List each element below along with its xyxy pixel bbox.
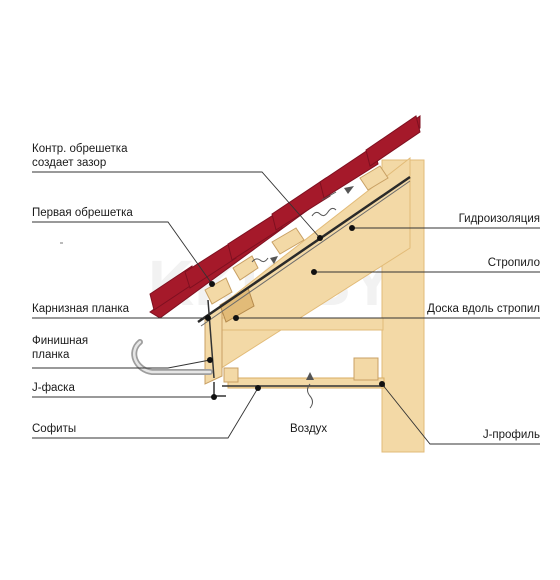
leader-counter-batten	[32, 171, 321, 239]
counter-batten-3	[232, 255, 259, 281]
airflow-arrows	[251, 191, 337, 409]
label-counter-batten-line2: создает зазор	[32, 157, 106, 169]
label-board-along-rafter: Доска вдоль стропил	[427, 303, 540, 315]
leader-finish-strip	[32, 359, 211, 369]
airflow-arrowhead-soffit	[306, 372, 314, 380]
label-waterproofing: Гидроизоляция	[459, 213, 540, 225]
airflow-arrow-upper-tip	[321, 191, 337, 201]
eaves-strip-line	[207, 299, 215, 379]
dot-eaves-strip	[205, 315, 211, 321]
soffit-block-left	[223, 367, 239, 383]
dot-j-profile	[379, 381, 385, 387]
dot-first-batten	[209, 281, 215, 287]
airflow-arrowhead-lower	[270, 256, 278, 264]
airflow-arrow-lower	[251, 257, 269, 263]
counter-batten-1	[359, 165, 389, 191]
first-batten-block	[204, 277, 233, 305]
label-j-chamfer: J-фаска	[32, 382, 75, 394]
label-j-profile: J-профиль	[483, 429, 540, 441]
counter-batten-2	[271, 227, 305, 255]
label-finish-strip-line1: Финишная	[32, 335, 88, 347]
airflow-arrow-soffit	[307, 383, 313, 409]
label-first-batten: Первая обрешетка	[32, 207, 133, 219]
tile-5	[319, 145, 379, 199]
leader-dots	[205, 225, 385, 400]
dot-counter-batten	[317, 235, 323, 241]
dot-waterproofing	[349, 225, 355, 231]
j-chamfer-piece	[213, 382, 226, 397]
tile-3	[227, 211, 283, 261]
leader-lines-left	[32, 171, 321, 439]
label-counter-batten-line1: Контр. обрешетка	[32, 143, 128, 155]
leader-first-batten	[32, 221, 213, 285]
soffit-block-right	[353, 357, 379, 381]
label-rafter: Стропило	[488, 257, 540, 269]
leader-j-profile	[381, 383, 540, 445]
label-soffits: Софиты	[32, 423, 76, 435]
leader-soffits	[32, 387, 259, 439]
airflow-arrow-upper	[311, 207, 337, 217]
waterproofing-membrane	[197, 175, 411, 324]
roof-tiles	[149, 115, 421, 319]
label-finish-strip-line2: планка	[32, 349, 70, 361]
dot-j-chamfer	[211, 394, 217, 400]
dot-soffits	[255, 385, 261, 391]
board-along-rafter	[214, 317, 384, 331]
label-eaves-strip: Карнизная планка	[32, 303, 130, 315]
tile-6	[365, 115, 421, 167]
dot-finish-strip	[207, 357, 213, 363]
dot-board-along-rafter	[233, 315, 239, 321]
label-air: Воздух	[290, 423, 327, 435]
airflow-arrowhead-upper	[344, 186, 354, 194]
dot-rafter	[311, 269, 317, 275]
gutter-highlight	[133, 340, 212, 374]
leader-lines-right	[236, 227, 540, 445]
waterproofing-membrane-inner	[200, 180, 411, 327]
